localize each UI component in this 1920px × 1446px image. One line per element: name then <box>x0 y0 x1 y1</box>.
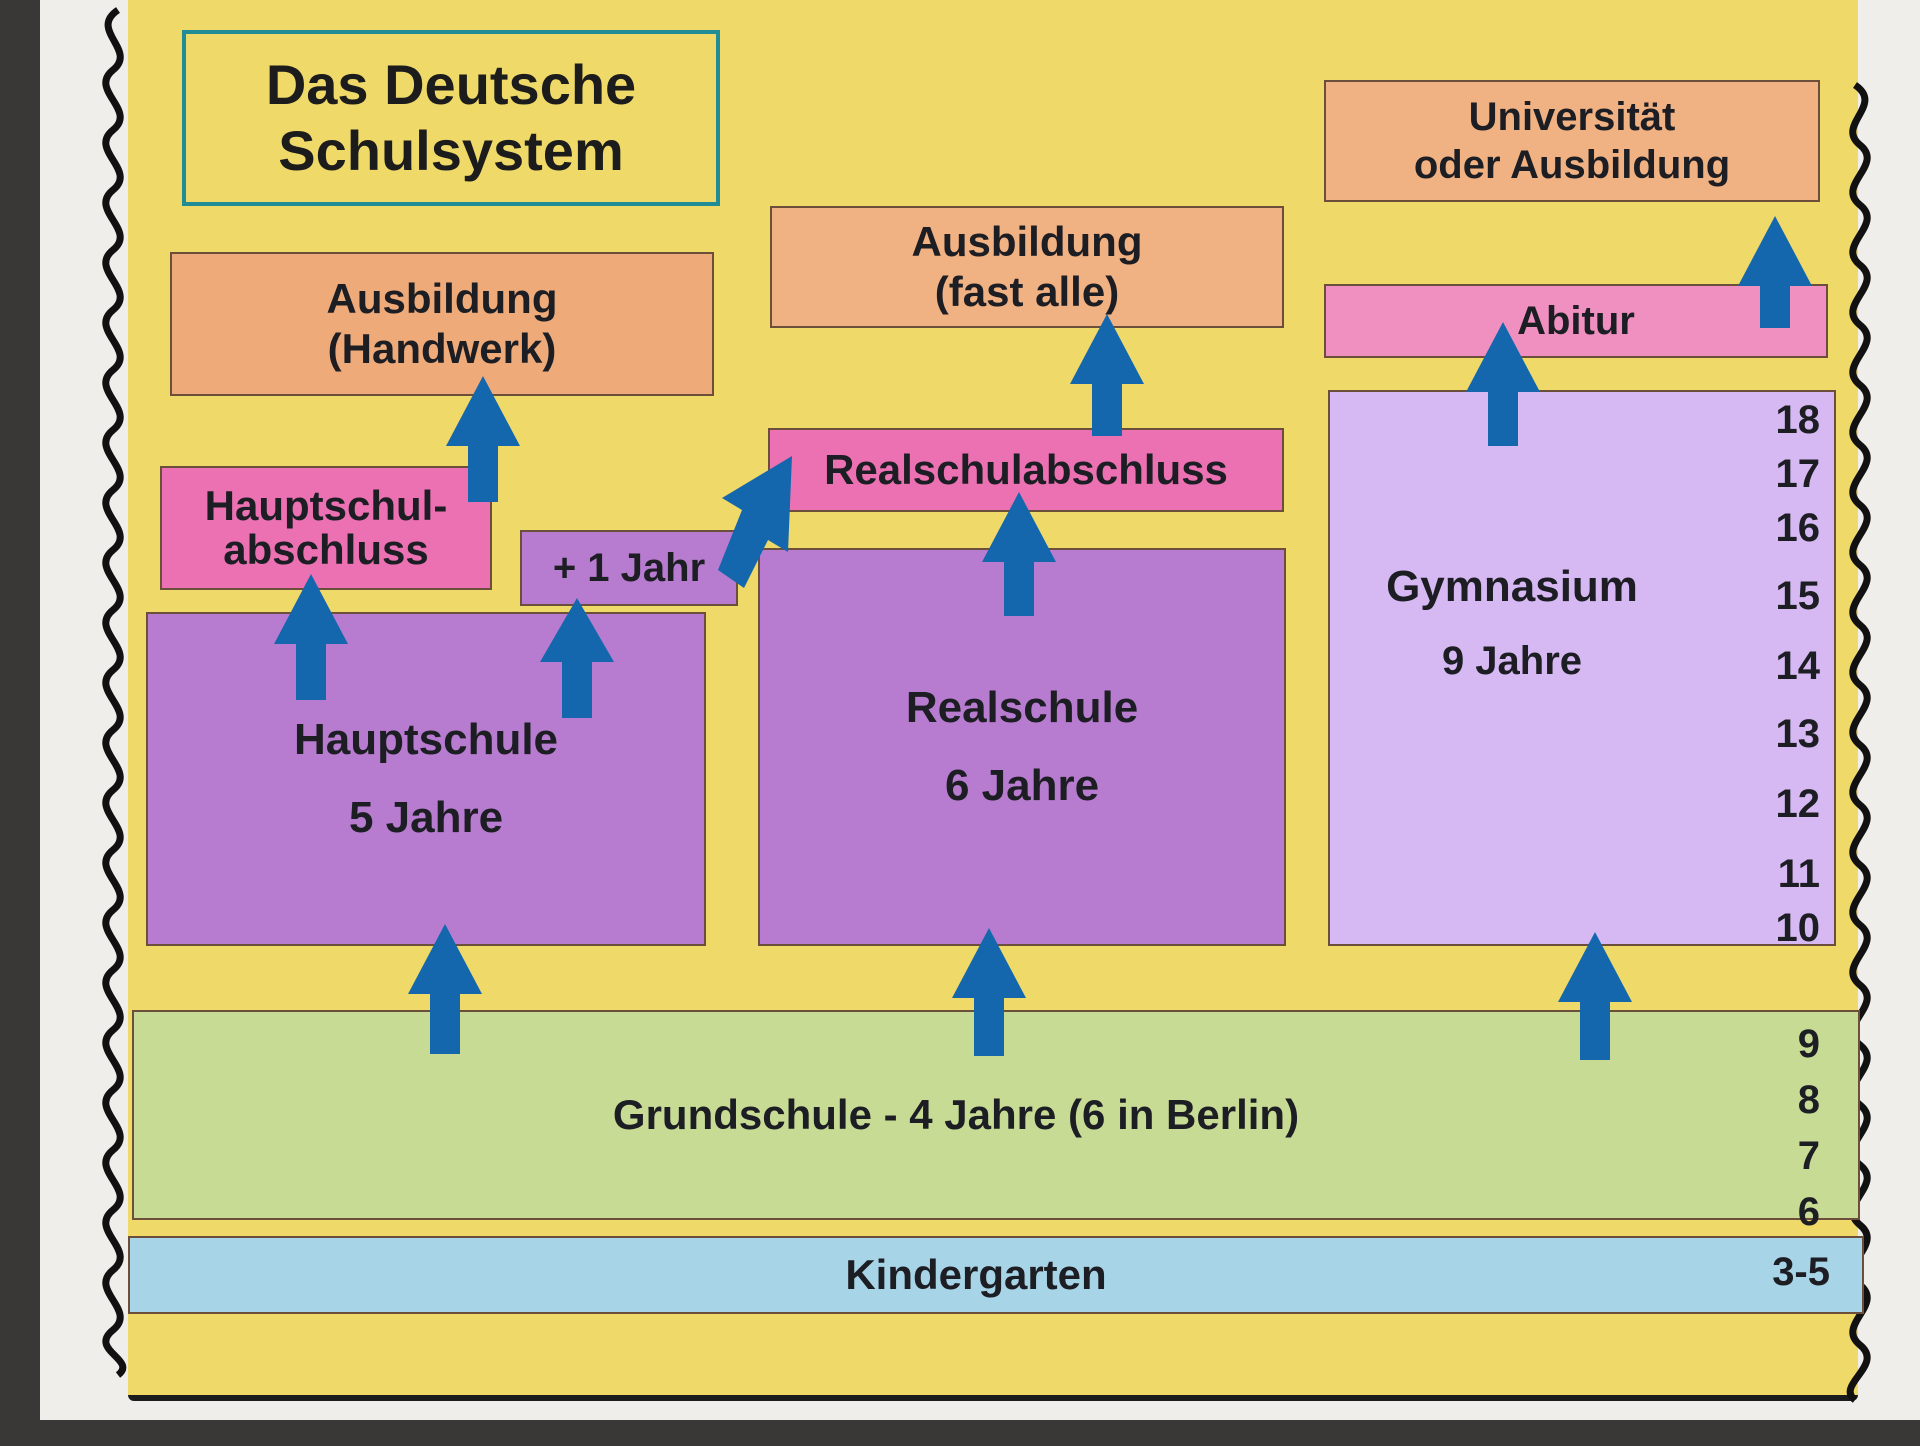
gymnasium-box: Gymnasium 9 Jahre <box>1328 390 1836 946</box>
left-squiggle-border <box>102 7 127 1378</box>
realschulabschluss-label: Realschulabschluss <box>824 446 1228 493</box>
hauptschule-duration: 5 Jahre <box>348 793 504 842</box>
title-line-1: Das Deutsche <box>265 53 637 116</box>
age-label: 13 <box>1775 712 1821 756</box>
ausbildung-fast-alle-line-1: Ausbildung <box>911 218 1143 265</box>
diagram-title: Das Deutsche Schulsystem <box>182 30 720 206</box>
age-label: 15 <box>1775 574 1821 618</box>
age-label: 14 <box>1775 644 1821 688</box>
realschule-box: Realschule 6 Jahre <box>758 548 1286 946</box>
ausbildung-fast-alle-line-2: (fast alle) <box>934 268 1120 315</box>
plus-ein-jahr-label: + 1 Jahr <box>552 546 706 590</box>
universitaet-line-1: Universität <box>1468 95 1676 139</box>
ausbildung-handwerk-line-2: (Handwerk) <box>327 325 557 372</box>
kindergarten-box: Kindergarten <box>128 1236 1864 1314</box>
abitur-box: Abitur <box>1324 284 1828 358</box>
age-label: 16 <box>1775 506 1821 550</box>
age-label: 18 <box>1775 398 1821 442</box>
universitaet-line-2: oder Ausbildung <box>1413 143 1731 187</box>
age-label: 10 <box>1775 906 1821 950</box>
hauptschulabschluss-box: Hauptschul- abschluss <box>160 466 492 590</box>
realschulabschluss-box: Realschulabschluss <box>768 428 1284 512</box>
age-label: 12 <box>1775 782 1821 826</box>
hauptschule-box: Hauptschule 5 Jahre <box>146 612 706 946</box>
age-label: 17 <box>1775 452 1821 496</box>
hauptschulabschluss-line-2: abschluss <box>223 526 429 573</box>
age-label: 11 <box>1777 852 1820 896</box>
title-line-2: Schulsystem <box>278 119 624 182</box>
kindergarten-label: Kindergarten <box>845 1251 1107 1298</box>
ausbildung-fast-alle-box: Ausbildung (fast alle) <box>770 206 1284 328</box>
realschule-duration: 6 Jahre <box>944 761 1100 810</box>
age-label: 9 <box>1797 1022 1820 1066</box>
universitaet-box: Universität oder Ausbildung <box>1324 80 1820 202</box>
age-label: 8 <box>1797 1078 1820 1122</box>
age-label-kindergarten: 3-5 <box>1772 1250 1830 1294</box>
hauptschule-name: Hauptschule <box>293 715 559 764</box>
hauptschulabschluss-line-1: Hauptschul- <box>204 482 448 529</box>
gymnasium-name: Gymnasium <box>1386 561 1638 611</box>
realschule-name: Realschule <box>905 683 1139 732</box>
grundschule-label: Grundschule - 4 Jahre (6 in Berlin) <box>612 1091 1300 1138</box>
age-label: 7 <box>1797 1134 1820 1178</box>
plus-ein-jahr-box: + 1 Jahr <box>520 530 738 606</box>
ausbildung-handwerk-line-1: Ausbildung <box>326 275 558 322</box>
grundschule-box: Grundschule - 4 Jahre (6 in Berlin) <box>132 1010 1860 1220</box>
age-label: 6 <box>1797 1190 1820 1234</box>
ausbildung-handwerk-box: Ausbildung (Handwerk) <box>170 252 714 396</box>
right-squiggle-border <box>1846 82 1871 1403</box>
abitur-label: Abitur <box>1517 299 1635 343</box>
gymnasium-duration: 9 Jahre <box>1441 638 1583 683</box>
